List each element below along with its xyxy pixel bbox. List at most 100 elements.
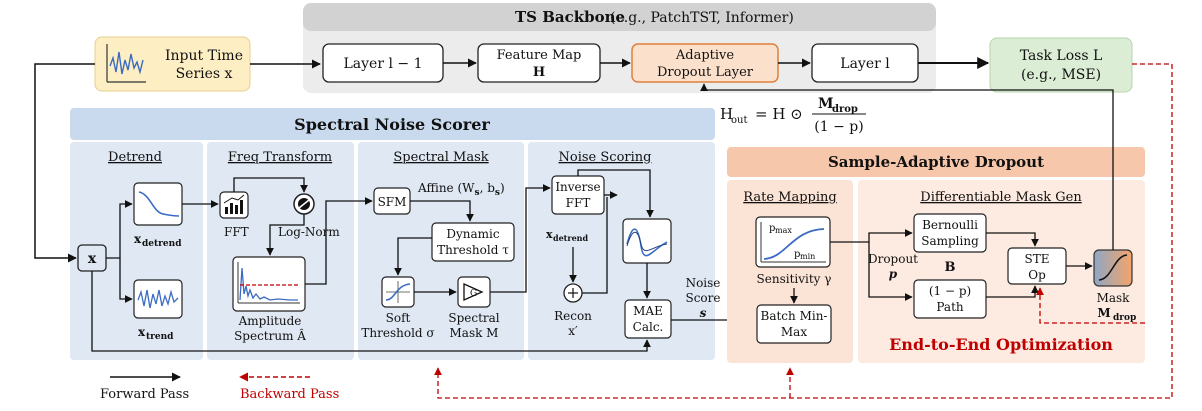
input-series-icon bbox=[106, 44, 146, 83]
feature-map-label: Feature Map bbox=[497, 48, 582, 63]
arrow-rate-to-bernoulli bbox=[830, 229, 913, 243]
trend-sub: trend bbox=[146, 332, 174, 342]
dynamic-line2: Threshold τ bbox=[437, 243, 509, 257]
sigmoid-icon bbox=[385, 281, 411, 303]
recon-plot bbox=[622, 218, 672, 264]
detrend-label: x bbox=[134, 232, 142, 246]
trend-plot bbox=[133, 279, 183, 319]
dropout-p-symbol: p bbox=[889, 267, 898, 281]
backbone-subtitle: (e.g., PatchTST, Informer) bbox=[610, 10, 794, 26]
pmax-label: p bbox=[769, 223, 775, 234]
input-line1: Input Time bbox=[165, 48, 243, 64]
arrow-x-to-mae bbox=[91, 271, 651, 352]
bar-chart-icon bbox=[223, 194, 245, 214]
dynamic-line1: Dynamic bbox=[446, 227, 500, 241]
formula-numerator-sub: drop bbox=[832, 104, 858, 115]
formula-lhs: H bbox=[720, 105, 733, 123]
arrow-recon-up bbox=[582, 197, 608, 294]
arrow-threshold-to-soft bbox=[394, 237, 432, 276]
arrow-path-to-ste bbox=[986, 285, 1039, 298]
batch-line1: Batch Min- bbox=[761, 309, 828, 323]
adaptive-dropout-line2: Dropout Layer bbox=[657, 65, 754, 80]
path-box bbox=[913, 279, 987, 319]
scorer-title: Spectral Noise Scorer bbox=[294, 115, 490, 134]
xdet-label: x bbox=[546, 228, 553, 241]
ste-line1: STE bbox=[1025, 252, 1050, 266]
formula-denominator: (1 − p) bbox=[814, 119, 863, 135]
mae-box bbox=[624, 299, 672, 339]
trend-label: x bbox=[138, 325, 146, 339]
sensitivity-label: Sensitivity γ bbox=[757, 272, 832, 286]
e2e-label: End-to-End Optimization bbox=[889, 335, 1113, 354]
recon-line1: Recon bbox=[554, 309, 592, 323]
mask-drop-sub: drop bbox=[1113, 313, 1136, 323]
formula-rhs: = H ⊙ bbox=[755, 105, 803, 123]
sample-adaptive-title: Sample-Adaptive Dropout bbox=[828, 153, 1044, 171]
arrow-input-to-x bbox=[34, 63, 95, 263]
arrow-x-to-detrend bbox=[106, 200, 133, 259]
batch-line2: Max bbox=[781, 325, 807, 339]
arrow-mask-to-dropout-layer bbox=[700, 83, 1114, 250]
backbone-title: TS Backbone bbox=[515, 8, 625, 26]
mask-curve-icon bbox=[1098, 254, 1128, 281]
arrow-fft-to-lognorm bbox=[233, 177, 308, 193]
arrow-mask-to-ifft bbox=[490, 184, 551, 293]
adaptive-dropout-line1: Adaptive bbox=[675, 48, 735, 63]
legend-backward-label: Backward Pass bbox=[240, 387, 339, 402]
input-line2: Series x bbox=[176, 66, 233, 82]
fft-label: FFT bbox=[224, 225, 249, 239]
trend-wave-icon bbox=[137, 289, 179, 309]
task-loss-line1: Task Loss L bbox=[1020, 48, 1103, 64]
amplitude-line1: Amplitude bbox=[238, 314, 302, 328]
fft-box bbox=[219, 191, 249, 219]
recon-line2: x′ bbox=[568, 324, 578, 338]
svg-text:G: G bbox=[470, 289, 477, 299]
ste-line2: Op bbox=[1028, 268, 1046, 282]
spectrum-icon bbox=[237, 262, 300, 304]
detrend-plot bbox=[133, 182, 183, 226]
recon-wave-icon bbox=[626, 228, 668, 257]
freq-transform-title: Freq Transform bbox=[228, 150, 332, 165]
ifft-line2: FFT bbox=[566, 196, 591, 210]
path-line2: Path bbox=[936, 300, 964, 314]
soft-line1: Soft bbox=[386, 311, 411, 325]
task-loss-box: Task Loss L (e.g., MSE) bbox=[989, 37, 1133, 93]
dropout-p-line1: Dropout bbox=[868, 252, 918, 266]
formula-numerator: M bbox=[818, 96, 834, 112]
gate-icon: G bbox=[463, 282, 484, 302]
legend-forward-label: Forward Pass bbox=[100, 387, 189, 402]
pmin-label: p bbox=[794, 249, 800, 260]
arrow-spectrum-to-sfm bbox=[305, 197, 373, 285]
amplitude-line2: Spectrum Â bbox=[234, 328, 306, 343]
formula-lhs-sub: out bbox=[731, 115, 747, 126]
dropout-formula: H out = H ⊙ M drop (1 − p) bbox=[720, 96, 866, 135]
task-loss-line2: (e.g., MSE) bbox=[1021, 67, 1101, 83]
layer-prev-label: Layer l − 1 bbox=[344, 56, 423, 72]
detrend-sub: detrend bbox=[142, 239, 182, 249]
noise-scoring-title: Noise Scoring bbox=[559, 150, 652, 165]
svg-text:Affine (Ws, bs): Affine (Ws, bs) bbox=[417, 181, 505, 198]
noise-score-line1: Noise bbox=[686, 276, 721, 290]
xdet-sub: detrend bbox=[553, 233, 589, 243]
soft-line2: Threshold σ bbox=[361, 326, 434, 340]
legend: Forward Pass Backward Pass bbox=[100, 372, 339, 402]
rate-mapping-title: Rate Mapping bbox=[743, 190, 836, 205]
mask-line1: Spectral bbox=[448, 311, 499, 325]
bernoulli-line1: Bernoulli bbox=[922, 218, 978, 232]
pmin-sub: min bbox=[800, 252, 815, 261]
x-node-label: x bbox=[88, 251, 97, 267]
lognorm-label: Log-Norm bbox=[278, 225, 340, 239]
affine-label: Affine (Ws, bs) bbox=[417, 181, 505, 198]
arrow-sfm-to-threshold bbox=[410, 200, 474, 222]
detrend-title: Detrend bbox=[108, 150, 162, 165]
rate-curve-icon bbox=[760, 222, 826, 263]
noise-score-line2: Score bbox=[685, 291, 720, 305]
mae-line2: Calc. bbox=[633, 320, 664, 334]
detrend-curve-icon bbox=[138, 191, 180, 217]
backbone-panel: TS Backbone (e.g., PatchTST, Informer) L… bbox=[303, 3, 936, 93]
bernoulli-line2: Sampling bbox=[921, 234, 979, 248]
sfm-label: SFM bbox=[378, 195, 407, 209]
backward-pass-path bbox=[434, 63, 1173, 399]
arrow-x-to-trend bbox=[119, 258, 133, 303]
